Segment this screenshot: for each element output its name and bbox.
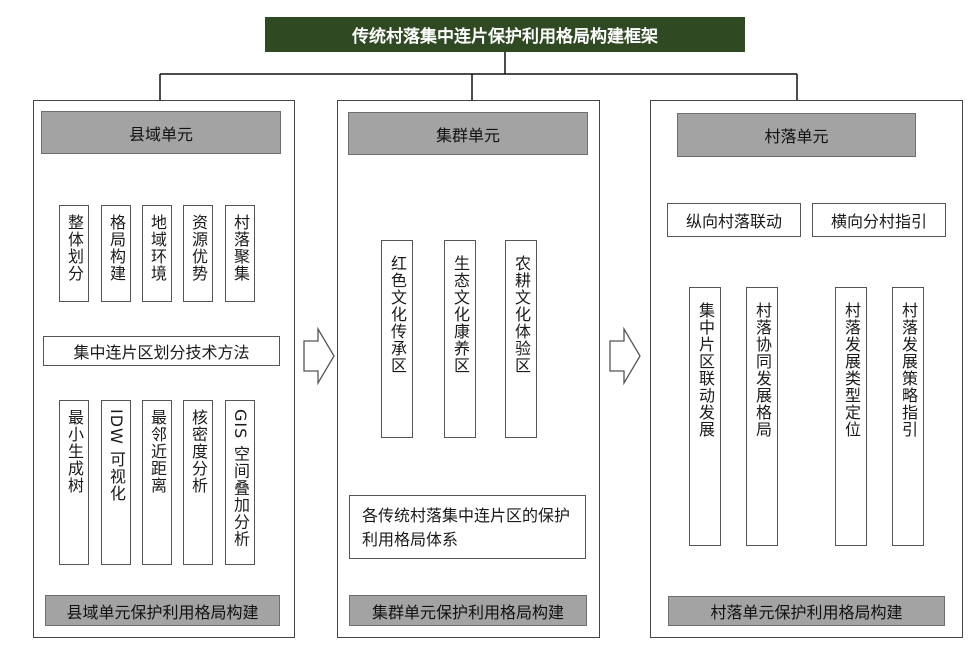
county-header: 县域单元 (41, 111, 281, 154)
county-top-item-3: 地域环境 (142, 205, 172, 302)
cluster-header: 集群单元 (348, 112, 588, 155)
county-bottom-item-1: 最小生成树 (59, 400, 89, 565)
cluster-item-label: 生态文化康养区 (451, 255, 470, 374)
county-top-item-label: 村落聚集 (231, 214, 250, 282)
county-top-item-1: 整体划分 (59, 205, 89, 302)
county-top-item-label: 格局构建 (107, 214, 126, 282)
cluster-item-1: 红色文化传承区 (381, 240, 413, 438)
village-item-1: 集中片区联动发展 (689, 287, 721, 546)
transition-arrow-1 (303, 326, 335, 386)
village-header: 村落单元 (677, 113, 916, 157)
cluster-item-2: 生态文化康养区 (444, 240, 476, 438)
county-method-box: 集中连片区划分技术方法 (43, 336, 280, 366)
county-bottom-item-label: IDW 可视化 (107, 409, 126, 502)
village-footer: 村落单元保护利用格局构建 (668, 596, 945, 626)
county-top-item-label: 地域环境 (148, 214, 167, 282)
county-bottom-item-2: IDW 可视化 (101, 400, 131, 565)
cluster-item-3: 农耕文化体验区 (505, 240, 537, 438)
cluster-item-label: 红色文化传承区 (388, 255, 407, 374)
transition-arrow-2 (609, 326, 641, 386)
county-bottom-item-label: 最邻近距离 (148, 409, 167, 494)
county-bottom-item-3: 最邻近距离 (142, 400, 172, 565)
village-item-label: 村落发展类型定位 (842, 302, 861, 438)
village-item-3: 村落发展类型定位 (835, 287, 867, 546)
village-item-label: 村落协同发展格局 (753, 302, 772, 438)
county-bottom-item-label: 最小生成树 (65, 409, 84, 494)
county-footer: 县域单元保护利用格局构建 (45, 595, 280, 626)
county-top-item-5: 村落聚集 (225, 205, 255, 302)
county-bottom-item-5: GIS 空间叠加分析 (225, 400, 255, 565)
county-bottom-item-4: 核密度分析 (183, 400, 213, 565)
cluster-item-label: 农耕文化体验区 (512, 255, 531, 374)
village-item-label: 村落发展策略指引 (899, 302, 918, 438)
village-sub-right: 横向分村指引 (812, 203, 946, 237)
county-top-item-label: 整体划分 (65, 214, 84, 282)
village-sub-left: 纵向村落联动 (667, 203, 801, 237)
county-bottom-item-label: 核密度分析 (189, 409, 208, 494)
county-top-item-2: 格局构建 (101, 205, 131, 302)
county-top-item-4: 资源优势 (183, 205, 213, 302)
cluster-system-box: 各传统村落集中连片区的保护利用格局体系 (349, 495, 586, 559)
county-bottom-item-label: GIS 空间叠加分析 (231, 409, 250, 548)
village-item-4: 村落发展策略指引 (892, 287, 924, 546)
framework-title: 传统村落集中连片保护利用格局构建框架 (265, 17, 745, 52)
village-item-label: 集中片区联动发展 (696, 302, 715, 438)
village-item-2: 村落协同发展格局 (746, 287, 778, 546)
cluster-footer: 集群单元保护利用格局构建 (349, 595, 587, 626)
county-top-item-label: 资源优势 (189, 214, 208, 282)
